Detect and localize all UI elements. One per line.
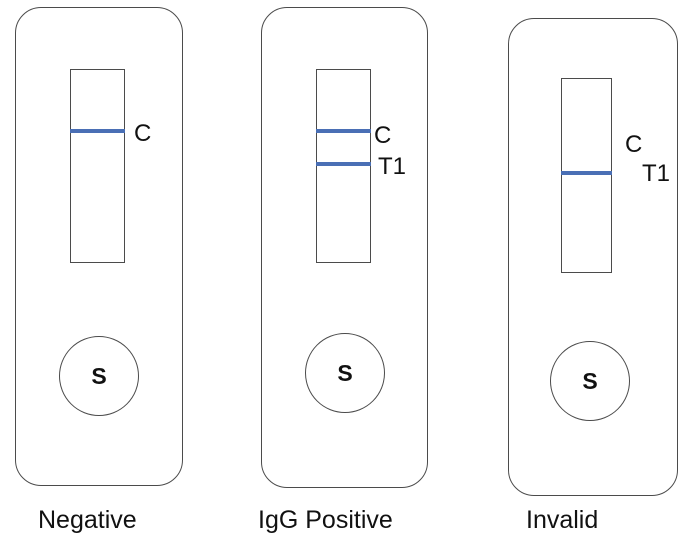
test-cassette-igg-positive: C T1 S — [261, 7, 428, 488]
sample-well-label: S — [337, 359, 353, 386]
result-window — [561, 78, 612, 273]
sample-well-label: S — [91, 362, 107, 389]
result-window — [70, 69, 125, 263]
test-cassette-invalid: C T1 S — [508, 18, 678, 496]
sample-well-label: S — [582, 367, 598, 394]
test-line-band — [316, 162, 371, 166]
test-line-label: T1 — [642, 160, 671, 187]
test-line-label: T1 — [378, 153, 407, 180]
sample-well: S — [550, 341, 630, 421]
control-line-band — [70, 129, 125, 133]
result-window — [316, 69, 371, 263]
test-cassette-negative: C S — [15, 7, 183, 486]
caption-invalid: Invalid — [526, 506, 599, 534]
caption-negative: Negative — [38, 506, 137, 534]
control-line-band — [316, 129, 371, 133]
control-line-label: C — [625, 131, 643, 158]
control-line-label: C — [374, 122, 392, 149]
control-line-label: C — [134, 120, 152, 147]
test-line-band — [561, 171, 612, 175]
caption-igg-positive: IgG Positive — [258, 506, 393, 534]
sample-well: S — [305, 333, 385, 413]
sample-well: S — [59, 336, 139, 416]
